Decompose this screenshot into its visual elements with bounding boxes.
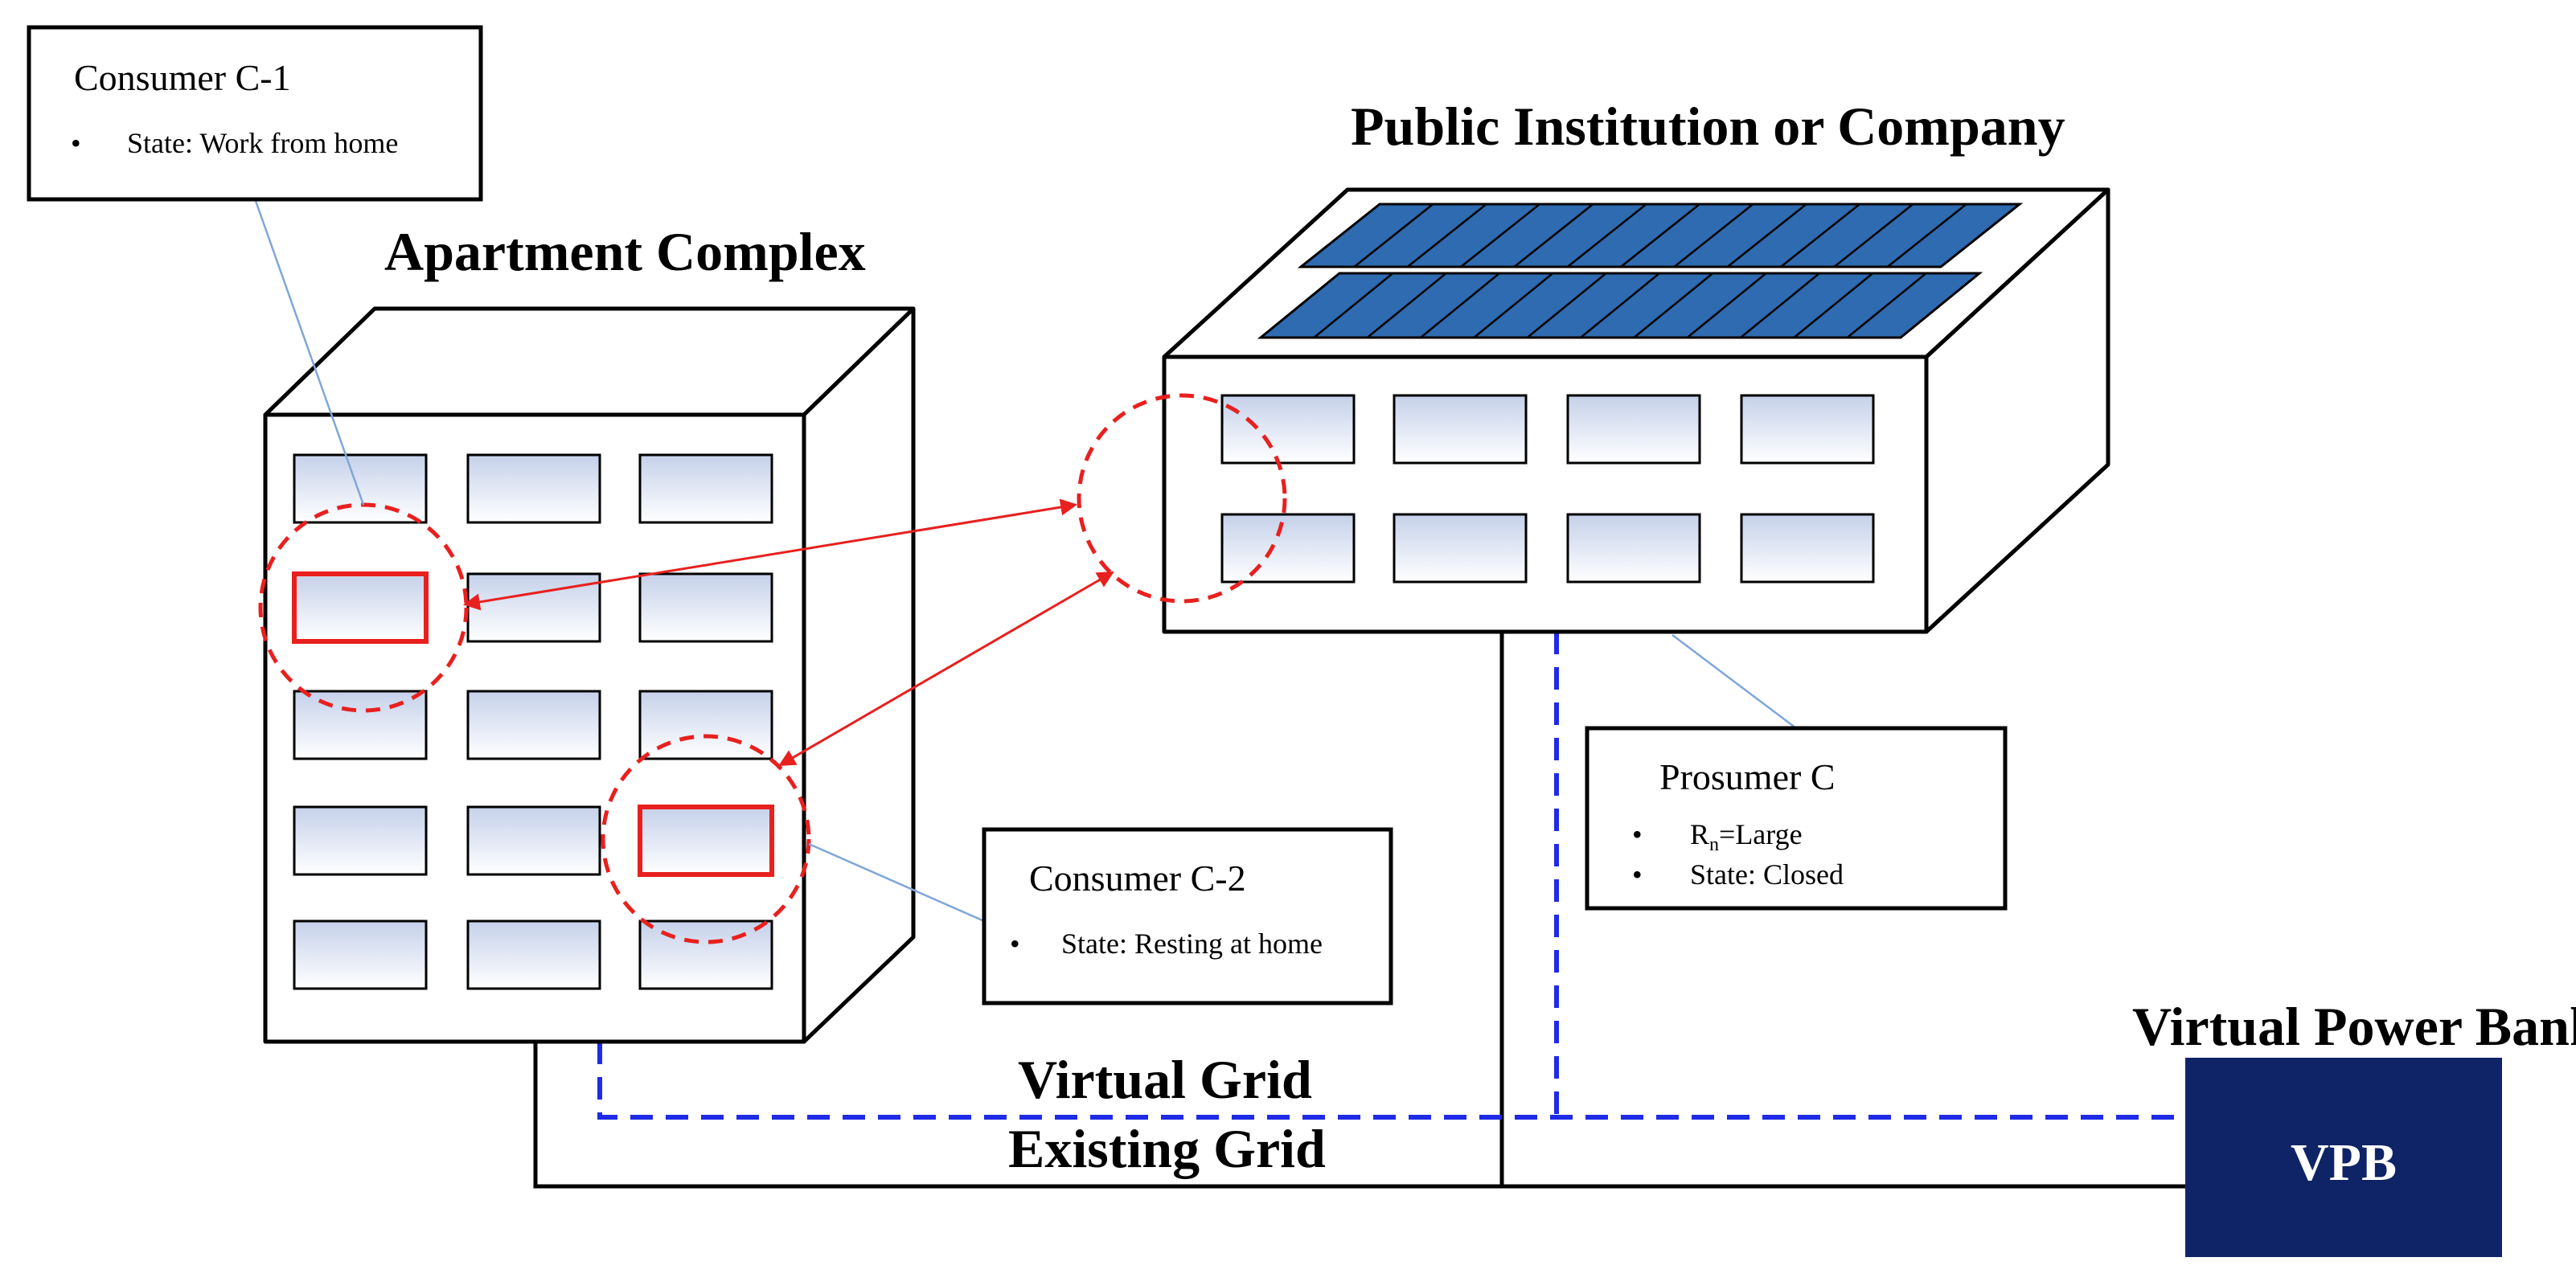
leader-c1 <box>254 200 365 506</box>
solar-cell-divider <box>1420 272 1500 338</box>
callout-leader-lines <box>254 200 1797 923</box>
virtual-grid-lines <box>597 632 2185 1120</box>
consumer-c2-bullet: • <box>1010 928 1020 960</box>
apartment-window <box>638 572 773 643</box>
apartment-window <box>638 919 773 990</box>
institution-title: Public Institution or Company <box>1351 96 2065 157</box>
solar-cell-divider <box>1313 272 1394 338</box>
rn-main: R <box>1690 818 1709 850</box>
consumer-c1-bullet: • <box>71 127 81 159</box>
virtual-grid-apartment-branch <box>597 1042 2185 1120</box>
solar-cell-divider <box>1686 272 1767 338</box>
institution-window <box>1393 513 1528 584</box>
highlight-circle-c2 <box>601 734 811 944</box>
apartment-window <box>466 453 601 524</box>
callout-prosumer-c: Prosumer C • Rn=Large • State: Closed <box>1585 726 2008 911</box>
apartment-window <box>293 805 428 876</box>
rn-value: =Large <box>1719 818 1803 850</box>
solar-panel-cell-lines <box>1313 203 1967 338</box>
apartment-window <box>293 453 428 524</box>
consumer-c1-state: State: Work from home <box>127 127 398 159</box>
existing-grid-apartment-branch <box>533 1042 2185 1189</box>
prosumer-c-bullet-1: • <box>1632 818 1643 850</box>
institution-window <box>1740 394 1875 465</box>
solar-cell-divider <box>1513 203 1594 268</box>
consumer-c1-title: Consumer C-1 <box>74 57 291 98</box>
callout-box-prosumer <box>1585 726 2008 911</box>
apartment-window <box>466 919 601 990</box>
callout-box-c2 <box>982 827 1393 1005</box>
leader-c2 <box>808 842 985 923</box>
apartment-side-face <box>802 306 916 1044</box>
apartment-window-c2-highlight <box>638 805 774 877</box>
arrow-c2-prosumer <box>778 571 1114 767</box>
prosumer-c-state: State: Closed <box>1690 858 1844 891</box>
solar-cell-divider <box>1566 203 1647 268</box>
prosumer-c-rn: Rn=Large <box>1690 818 1803 855</box>
highlight-circle-prosumer <box>1077 393 1287 604</box>
virtual-power-bank-title: Virtual Power Bank <box>2132 996 2576 1057</box>
apartment-window <box>466 805 601 876</box>
energy-sharing-arrows <box>462 498 1114 767</box>
existing-grid-label: Existing Grid <box>1008 1118 1326 1179</box>
solar-cell-divider <box>1633 272 1714 338</box>
apartment-window <box>466 572 601 643</box>
solar-cell-divider <box>1580 272 1660 338</box>
consumer-c2-state: State: Resting at home <box>1061 928 1323 960</box>
solar-cell-divider <box>1406 203 1487 268</box>
arrow-c1-prosumer <box>462 498 1078 611</box>
apartment-window <box>293 919 428 990</box>
solar-cell-divider <box>1780 203 1860 268</box>
solar-cell-divider <box>1460 203 1540 268</box>
solar-cell-divider <box>1793 272 1874 338</box>
apartment-window <box>638 453 773 524</box>
solar-cell-divider <box>1673 203 1754 268</box>
apartment-top-face <box>263 306 916 417</box>
solar-cell-divider <box>1366 272 1447 338</box>
rn-subscript: n <box>1709 834 1719 855</box>
consumer-c2-title: Consumer C-2 <box>1029 858 1246 899</box>
callout-consumer-c1: Consumer C-1 • State: Work from home <box>27 25 483 202</box>
institution-window <box>1393 394 1528 465</box>
vpb-label: VPB <box>2291 1133 2397 1192</box>
institution-window <box>1220 513 1356 584</box>
solar-cell-divider <box>1726 203 1807 268</box>
solar-cell-divider <box>1353 203 1434 268</box>
solar-cell-divider <box>1473 272 1554 338</box>
apartment-window-c1-highlight <box>292 571 429 644</box>
prosumer-c-title: Prosumer C <box>1659 756 1836 797</box>
solar-cell-divider <box>1740 272 1820 338</box>
apartment-complex-title: Apartment Complex <box>384 221 866 282</box>
institution-window <box>1566 513 1701 584</box>
institution-window <box>1566 394 1701 465</box>
apartment-window <box>293 690 428 760</box>
apartment-window <box>466 690 601 760</box>
prosumer-c-bullet-2: • <box>1632 858 1643 891</box>
virtual-grid-label: Virtual Grid <box>1018 1049 1312 1110</box>
solar-cell-divider <box>1846 272 1927 338</box>
solar-cell-divider <box>1833 203 1914 268</box>
institution-windows <box>1220 394 1875 584</box>
vpb-node: VPB <box>2185 1058 2502 1257</box>
leader-prosumer <box>1672 634 1797 729</box>
solar-cell-divider <box>1620 203 1700 268</box>
existing-grid-lines <box>533 632 2185 1189</box>
vpb-box <box>2185 1058 2502 1257</box>
solar-cell-divider <box>1526 272 1607 338</box>
solar-cell-divider <box>1886 203 1967 268</box>
institution-window <box>1220 394 1356 465</box>
callout-consumer-c2: Consumer C-2 • State: Resting at home <box>982 827 1393 1005</box>
institution-window <box>1740 513 1875 584</box>
callout-box-c1 <box>27 25 483 202</box>
